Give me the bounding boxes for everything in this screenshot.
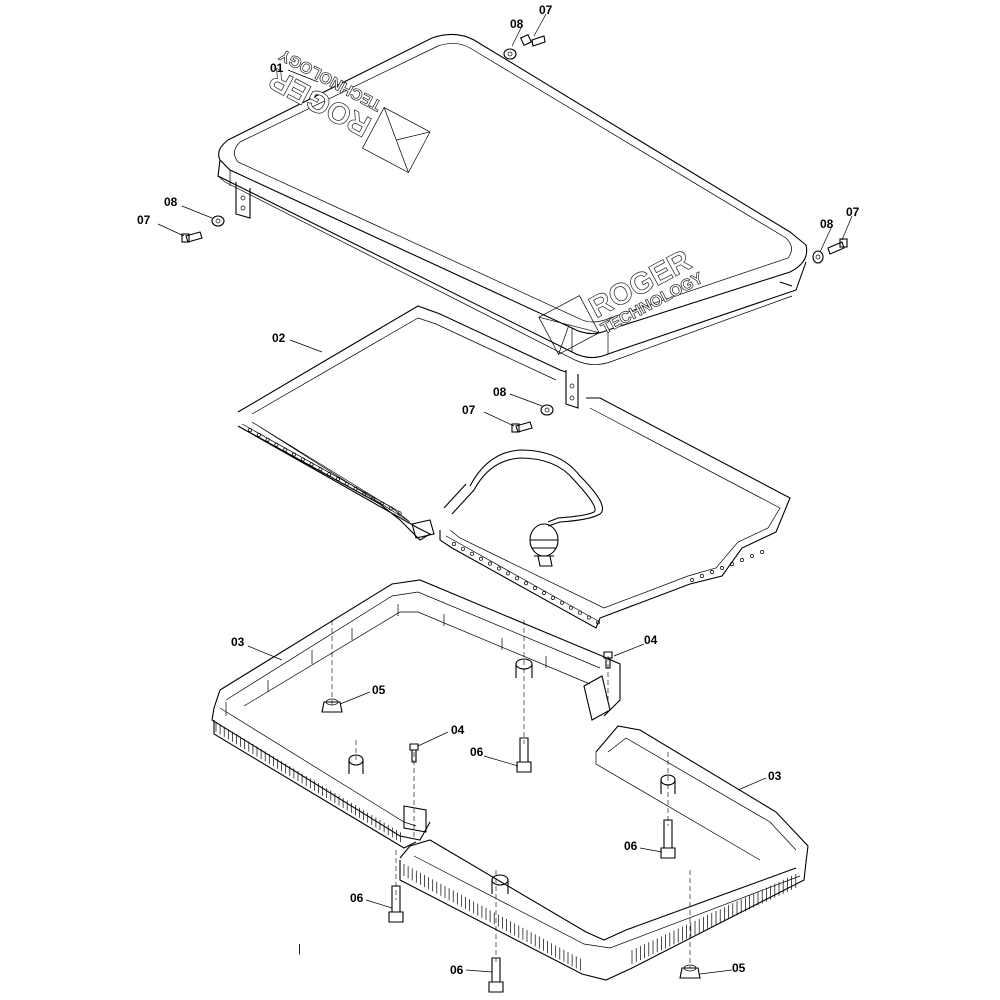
bolt-06-b <box>660 819 676 859</box>
bolt-06-a <box>516 737 532 773</box>
callout-06-left: 06 <box>350 891 364 905</box>
callout-06-right: 06 <box>624 839 638 853</box>
logo-front: ROGER TECHNOLOGY <box>538 243 707 355</box>
logo-back: ROGER TECHNOLOGY <box>263 45 431 174</box>
callout-08-left: 08 <box>164 195 178 209</box>
callout-07-center: 07 <box>462 403 476 417</box>
footer-mark: | <box>298 943 301 955</box>
callout-06-bottom: 06 <box>450 963 464 977</box>
sensor-cable-part <box>443 449 604 567</box>
screw-washer-left <box>181 215 225 243</box>
callout-07-right: 07 <box>846 205 860 219</box>
callout-06-center: 06 <box>470 745 484 759</box>
screw-04-b <box>409 743 419 763</box>
base-left-ribs <box>215 722 401 843</box>
callout-05-left: 05 <box>372 683 386 697</box>
base-right-ribs <box>403 864 797 971</box>
callout-03-left: 03 <box>231 635 245 649</box>
callout-04-left: 04 <box>451 723 465 737</box>
callout-03-right: 03 <box>768 769 782 783</box>
callout-08-right: 08 <box>820 217 834 231</box>
screw-washer-top <box>503 33 546 60</box>
screw-washer-right <box>812 238 848 264</box>
callout-07-left: 07 <box>137 213 151 227</box>
callout-01: 01 <box>270 61 284 75</box>
nut-05-b <box>679 964 701 979</box>
callout-08-center: 08 <box>493 385 507 399</box>
screw-04-a <box>603 651 613 669</box>
leader-lines <box>157 13 853 975</box>
base-right-part <box>399 725 809 981</box>
gasket-frame-part <box>237 305 791 629</box>
callout-08-top: 08 <box>510 17 524 31</box>
bolt-06-c <box>388 885 404 923</box>
bolt-06-d <box>488 957 504 993</box>
screw-washer-center <box>511 404 554 433</box>
base-left-part <box>211 579 621 849</box>
callout-labels: 01 08 07 08 07 08 07 02 08 07 03 04 05 0… <box>137 3 860 977</box>
assembly-axes <box>331 620 691 968</box>
callout-05-bottom: 05 <box>732 961 746 975</box>
callout-02: 02 <box>272 331 286 345</box>
cover-part <box>217 33 808 409</box>
callout-04-right: 04 <box>644 633 658 647</box>
nut-05-a <box>321 698 343 713</box>
callout-07-top: 07 <box>539 3 553 17</box>
gasket-holes <box>248 428 764 625</box>
